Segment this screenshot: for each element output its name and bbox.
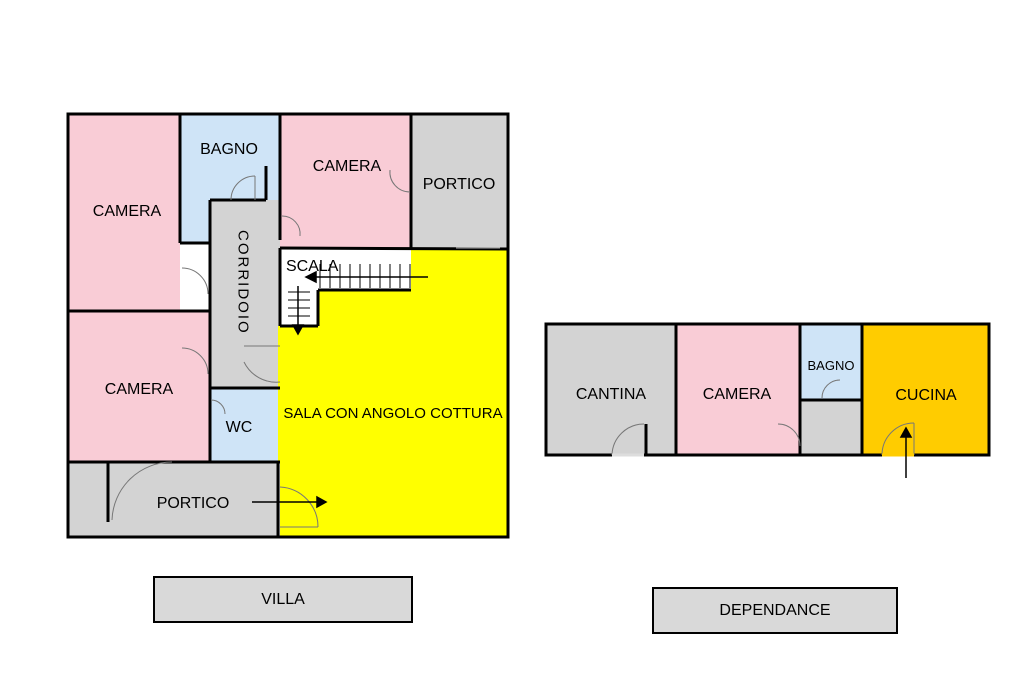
room-camera: [676, 324, 800, 455]
arrow-icon: [899, 426, 913, 478]
room-sala: [278, 249, 508, 537]
room-ripostiglio: [800, 400, 862, 455]
room-portico-bottom: [68, 462, 280, 537]
dependance-plan: CANTINA CAMERA BAGNO CUCINA: [544, 322, 991, 478]
dependance-doors: [611, 379, 915, 457]
room-cucina: [862, 324, 989, 455]
label-wc: WC: [226, 419, 253, 436]
villa-walls: [66, 112, 510, 539]
room-bagno-dependance: [800, 324, 862, 400]
label-camera-bottom-left: CAMERA: [105, 381, 174, 398]
room-camera-top-left: [68, 115, 180, 311]
room-portico-right: [411, 113, 508, 249]
room-wc: [210, 388, 280, 462]
arrow-icon: [252, 270, 428, 509]
label-bagno: BAGNO: [808, 358, 855, 373]
villa-plan: CAMERA BAGNO CAMERA PORTICO CORRIDOIO SC…: [66, 112, 510, 539]
room-corridoio: [210, 200, 280, 388]
label-bagno: BAGNO: [200, 141, 258, 158]
stair-treads: [288, 264, 411, 317]
room-camera-bottom-left: [68, 311, 210, 462]
label-camera-top-mid: CAMERA: [313, 158, 382, 175]
room-camera-top-mid: [280, 115, 411, 248]
dependance-walls: [544, 322, 991, 457]
caption-dependance: DEPENDANCE: [652, 587, 898, 634]
room-cantina: [546, 324, 676, 455]
caption-villa: VILLA: [153, 576, 413, 623]
label-scala: SCALA: [286, 258, 339, 275]
label-portico-right: PORTICO: [423, 176, 496, 193]
label-camera: CAMERA: [703, 386, 772, 403]
label-corridoio: CORRIDOIO: [235, 230, 252, 335]
label-portico-bottom: PORTICO: [157, 495, 230, 512]
label-camera-top-left: CAMERA: [93, 203, 162, 220]
label-sala: SALA CON ANGOLO COTTURA: [283, 405, 502, 422]
label-cantina: CANTINA: [576, 386, 647, 403]
villa-doors: [111, 169, 500, 528]
label-cucina: CUCINA: [895, 387, 957, 404]
